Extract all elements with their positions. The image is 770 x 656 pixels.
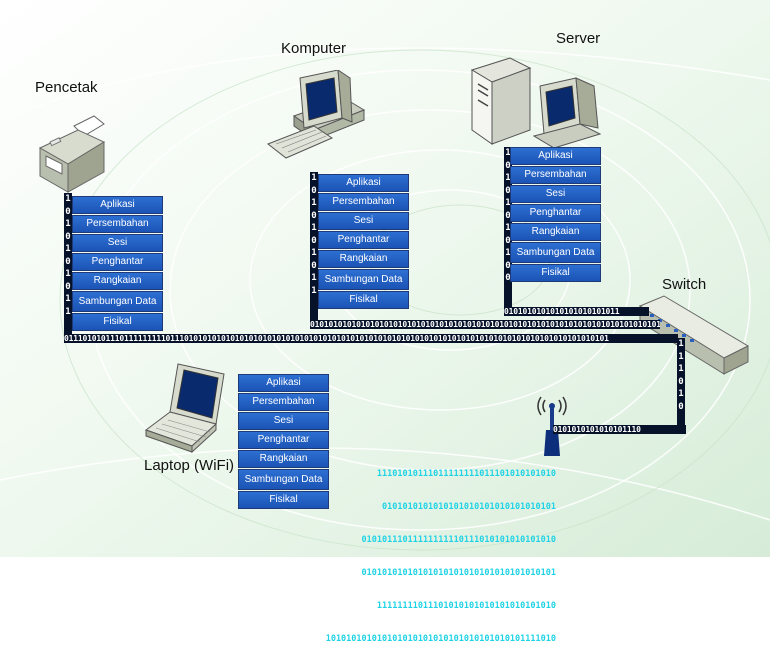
wifi-antenna-icon: [537, 396, 567, 456]
layer-physical: Fisikal: [238, 491, 329, 509]
layer-presentation: Persembahan: [72, 215, 163, 233]
bit-digit: 1: [65, 244, 71, 254]
layer-datalink: Sambungan Data: [510, 242, 601, 263]
switch-label: Switch: [662, 276, 707, 293]
bit-digit: 1: [505, 248, 511, 258]
bit-digit: 1: [65, 194, 71, 204]
stream-line: 01010101010101010101010101010101010101: [361, 568, 556, 578]
layer-datalink: Sambungan Data: [238, 469, 329, 490]
computer-label: Komputer: [281, 40, 347, 57]
layer-application: Aplikasi: [318, 174, 409, 192]
layer-transport: Penghantar: [238, 431, 329, 449]
layer-physical: Fisikal: [318, 291, 409, 309]
layer-datalink: Sambungan Data: [72, 291, 163, 312]
printer-icon: [38, 115, 106, 193]
switch-bit-column: 1 1 1 0 1 0: [677, 338, 685, 434]
layer-application: Aplikasi: [238, 374, 329, 392]
bit-digit: 0: [65, 281, 71, 292]
bit-digit: 1: [65, 219, 71, 229]
laptop-label: Laptop (WiFi): [144, 457, 235, 474]
bit-digit: 1: [311, 273, 317, 283]
layer-transport: Penghantar: [510, 204, 601, 222]
layer-physical: Fisikal: [510, 264, 601, 282]
bit-digit: 0: [505, 210, 511, 221]
bit-digit: 1: [311, 173, 317, 183]
bit-digit: 1: [311, 223, 317, 233]
stream-line: 0101010101010101010101010101010101: [382, 502, 556, 512]
layer-transport: Penghantar: [72, 253, 163, 271]
bit-digit: 1: [505, 148, 511, 158]
bit-digit: 0: [678, 376, 684, 387]
computer-icon: [266, 70, 366, 159]
bit-digit: 0: [505, 235, 511, 246]
bit-digit: 1: [678, 364, 684, 374]
layer-application: Aplikasi: [72, 196, 163, 214]
bit-digit: 1: [311, 198, 317, 208]
bit-digit: 1: [505, 223, 511, 233]
stream-line: 11111111011101010101010101010101010: [376, 601, 556, 611]
bit-digit: 1: [505, 198, 511, 208]
laptop-icon: [144, 363, 225, 454]
printer-bit-column: 1 0 1 0 1 0 1 0 1 1: [64, 193, 72, 334]
computer-osi-stack: Aplikasi Persembahan Sesi Penghantar Ran…: [318, 174, 409, 310]
bit-digit: 1: [65, 294, 71, 304]
bit-digit: 0: [311, 235, 317, 246]
bit-digit: 0: [311, 185, 317, 196]
server-label: Server: [556, 30, 601, 47]
bit-digit: 0: [311, 260, 317, 271]
computer-bit-row: 0101010101010101010101010101010101010101…: [310, 320, 660, 329]
antenna-bit-row: 0101010101010101110: [553, 425, 686, 434]
bit-digit: 1: [65, 269, 71, 279]
server-bit-column: 1 0 1 0 1 0 1 0 1 0 0: [504, 147, 512, 307]
printer-label: Pencetak: [35, 79, 98, 96]
bit-digit: 0: [505, 160, 511, 171]
bit-digit: 1: [678, 351, 684, 362]
layer-session: Sesi: [510, 185, 601, 203]
layer-transport: Penghantar: [318, 231, 409, 249]
computer-bit-column: 1 0 1 0 1 0 1 0 1 1: [310, 172, 318, 320]
printer-osi-stack: Aplikasi Persembahan Sesi Penghantar Ran…: [72, 196, 163, 332]
stream-line: 11101010111011111111011101010101010: [376, 469, 556, 479]
bit-digit: 0: [678, 401, 684, 412]
laptop-osi-stack: Aplikasi Persembahan Sesi Penghantar Ran…: [238, 374, 329, 510]
layer-network: Rangkaian: [318, 250, 409, 268]
bit-digit: 0: [65, 256, 71, 267]
bit-digit: 0: [65, 206, 71, 217]
layer-application: Aplikasi: [510, 147, 601, 165]
layer-session: Sesi: [72, 234, 163, 252]
bit-digit: 0: [505, 260, 511, 271]
server-icon: [470, 57, 602, 148]
layer-physical: Fisikal: [72, 313, 163, 331]
bit-digit: 1: [65, 306, 71, 317]
layer-session: Sesi: [318, 212, 409, 230]
layer-network: Rangkaian: [72, 272, 163, 290]
layer-session: Sesi: [238, 412, 329, 430]
stream-line: 01010111011111111110111010101010101010: [361, 535, 556, 545]
bit-digit: 1: [678, 339, 684, 349]
bit-digit: 0: [65, 231, 71, 242]
bit-digit: 0: [505, 273, 511, 283]
bit-digit: 0: [505, 185, 511, 196]
layer-network: Rangkaian: [510, 223, 601, 241]
layer-presentation: Persembahan: [318, 193, 409, 211]
bit-digit: 1: [311, 248, 317, 258]
layer-network: Rangkaian: [238, 450, 329, 468]
bit-digit: 1: [505, 173, 511, 183]
layer-presentation: Persembahan: [238, 393, 329, 411]
layer-datalink: Sambungan Data: [318, 269, 409, 290]
bit-digit: 0: [311, 210, 317, 221]
main-bit-row: 0111010101110111111111011101010101010101…: [64, 334, 678, 343]
bit-digit: 1: [311, 285, 317, 296]
layer-presentation: Persembahan: [510, 166, 601, 184]
server-bit-row: 0101010101010101010101011: [504, 307, 649, 316]
wireless-bit-stream: 11101010111011111111011101010101010 0101…: [250, 447, 556, 656]
bit-digit: 1: [678, 389, 684, 399]
server-osi-stack: Aplikasi Persembahan Sesi Penghantar Ran…: [510, 147, 601, 283]
stream-line: 1010101010101010101010101010101010101011…: [325, 634, 556, 644]
